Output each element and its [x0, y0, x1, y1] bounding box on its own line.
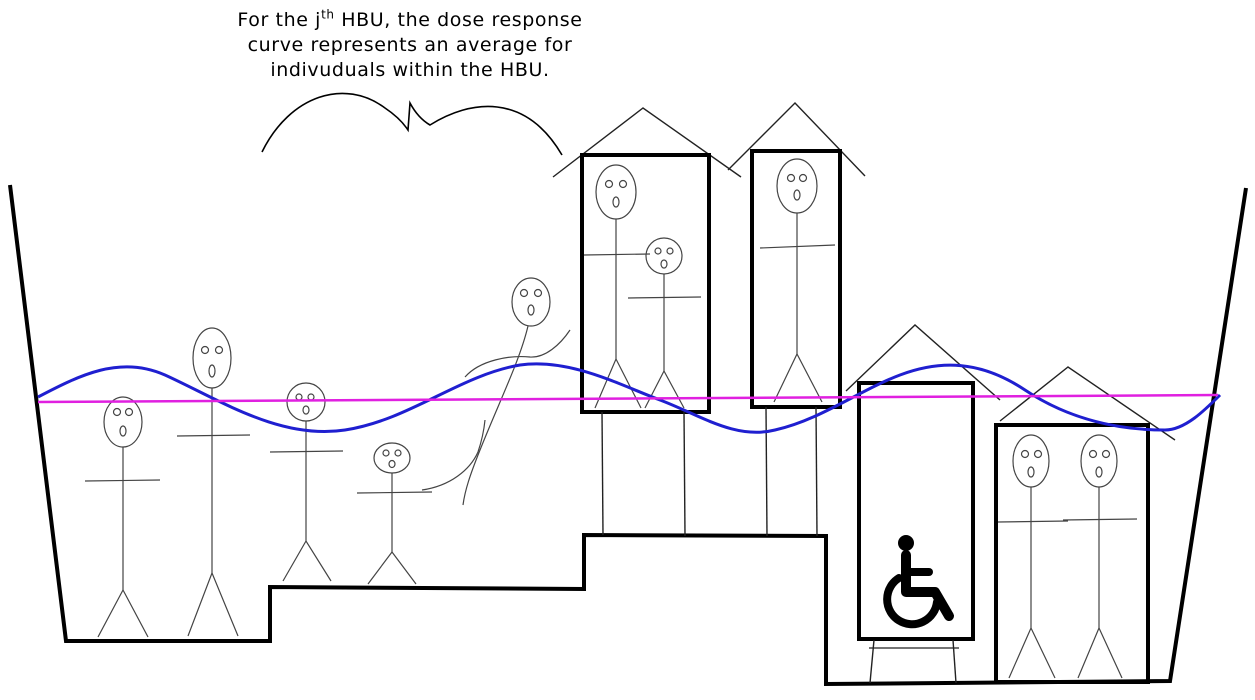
house-3-stilt [953, 640, 956, 683]
house-1-stilt [684, 412, 685, 536]
person-6 [584, 165, 650, 408]
person-1 [85, 397, 160, 637]
person-9 [998, 435, 1068, 678]
house-2-body [752, 151, 840, 407]
house-1-stilt [602, 412, 603, 535]
house-2-stilt [816, 407, 817, 536]
house-1 [553, 108, 741, 536]
curly-brace [262, 93, 562, 155]
house-4-body [996, 425, 1148, 682]
person-2 [177, 328, 250, 636]
house-1-body [582, 155, 709, 412]
person-4 [357, 443, 432, 584]
house-2-stilt [766, 407, 767, 536]
house-3 [846, 325, 1000, 683]
person-8 [760, 159, 835, 402]
house-3-body [859, 383, 973, 639]
terrain-outline [10, 185, 1246, 684]
person-7 [628, 238, 701, 408]
person-10 [1063, 435, 1137, 678]
wheelchair-icon [887, 535, 949, 624]
house-4 [996, 367, 1175, 682]
person-3 [270, 383, 343, 581]
house-3-stilt [870, 640, 874, 683]
house-2-roof [728, 103, 865, 176]
